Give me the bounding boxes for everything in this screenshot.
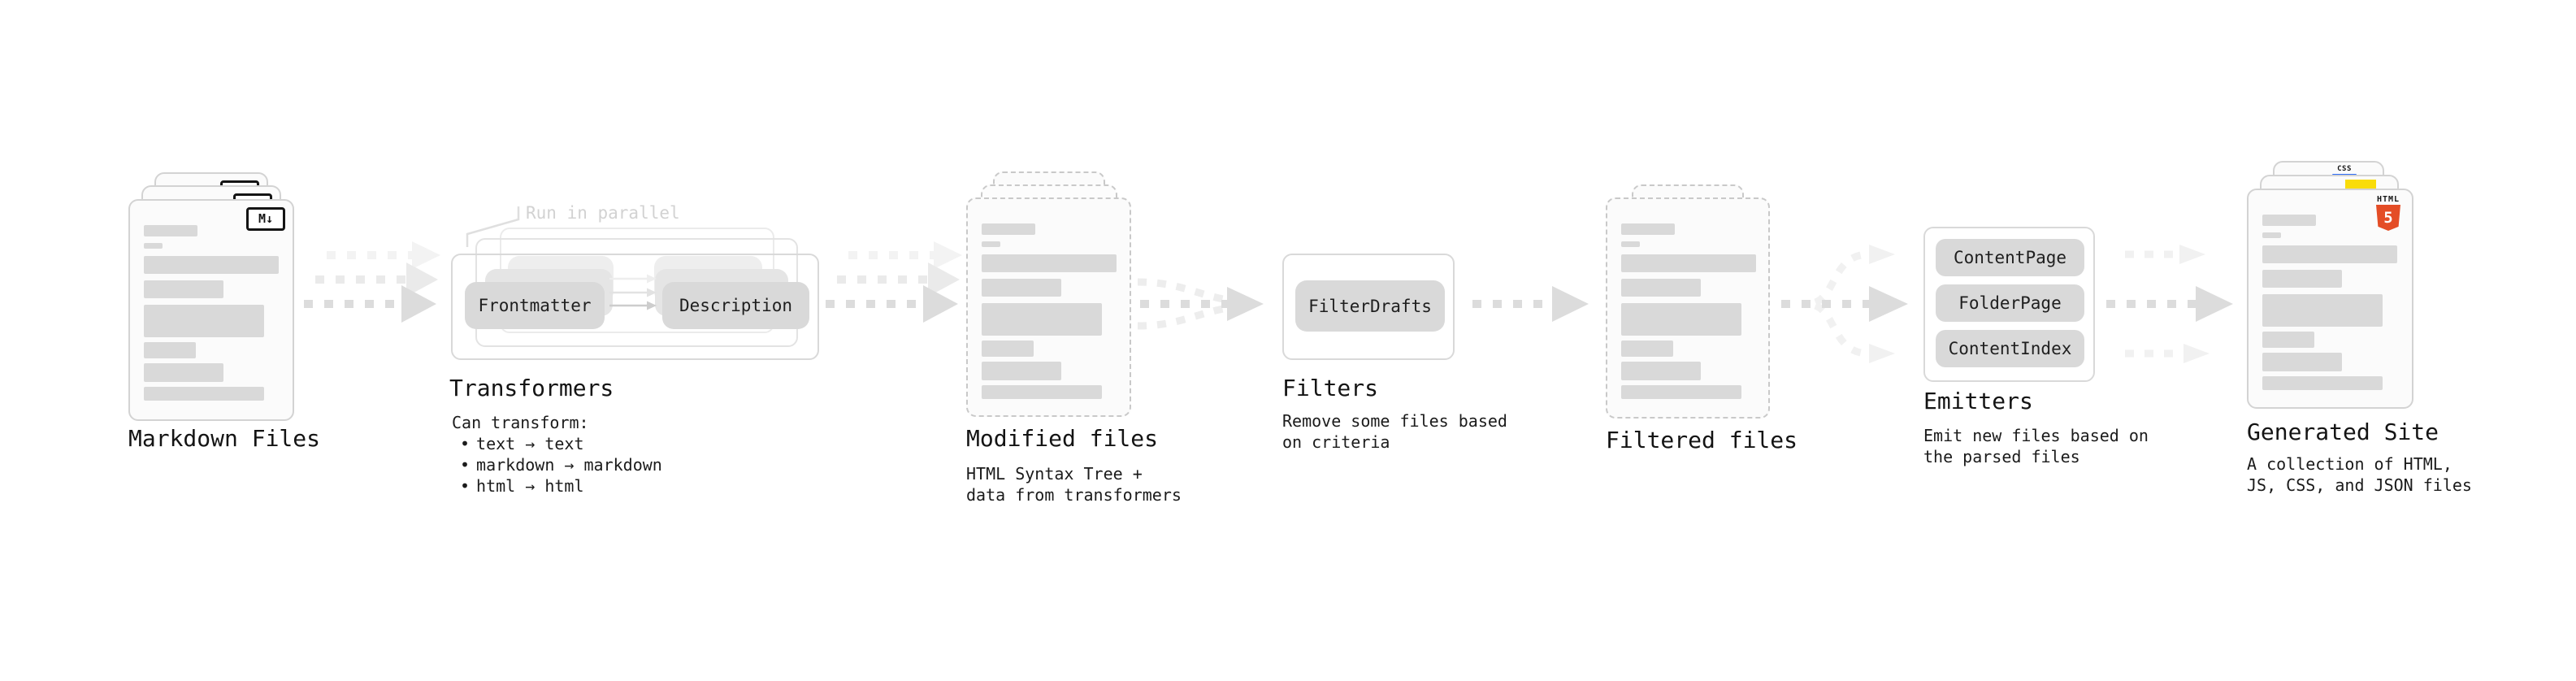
transform-item: • text → text (452, 433, 662, 454)
placeholder-line (144, 387, 264, 401)
placeholder-line (2262, 376, 2383, 390)
placeholder-line (1621, 362, 1701, 380)
bullet-icon: • (460, 434, 471, 453)
placeholder-line (982, 385, 1102, 399)
placeholder-line (982, 362, 1061, 380)
placeholder-line (1621, 385, 1741, 399)
placeholder-line (1621, 303, 1741, 336)
generated-site-description: A collection of HTML, JS, CSS, and JSON … (2247, 453, 2472, 496)
contentpage-chip: ContentPage (1936, 239, 2084, 276)
placeholder-line (144, 342, 196, 358)
filtered-files-title: Filtered files (1606, 427, 1798, 453)
transform-item-text: text → text (476, 434, 584, 453)
placeholder-line (144, 256, 279, 274)
markdown-files-title: Markdown Files (128, 425, 321, 452)
placeholder-line (144, 305, 264, 337)
placeholder-line (2262, 245, 2397, 263)
placeholder-line (2262, 270, 2342, 288)
emitters-desc-line2: the parsed files (1923, 447, 2080, 466)
placeholder-line (2262, 353, 2342, 371)
filters-description: Remove some files based on criteria (1282, 410, 1507, 453)
description-chip: Description (662, 282, 809, 329)
site-file-card-html: HTML 5 (2247, 189, 2413, 409)
can-transform-heading: Can transform: (452, 413, 589, 432)
placeholder-line (1621, 223, 1675, 235)
placeholder-line (2262, 215, 2316, 226)
arrow-filters-to-filtered (1472, 286, 1589, 322)
arrow-filtered-to-emitters (1781, 245, 1908, 363)
html5-label: HTML (2376, 195, 2400, 204)
placeholder-line (2262, 332, 2314, 348)
emitters-desc-line1: Emit new files based on (1923, 426, 2149, 445)
callout-leader-line (466, 206, 520, 247)
placeholder-line (982, 340, 1034, 357)
placeholder-line (144, 225, 197, 236)
placeholder-line (144, 363, 223, 382)
contentindex-chip: ContentIndex (1936, 330, 2084, 367)
emitters-description: Emit new files based on the parsed files (1923, 425, 2149, 467)
markdown-icon: M↓ (246, 207, 285, 231)
placeholder-line (982, 254, 1117, 272)
placeholder-line (1621, 241, 1640, 247)
filters-desc-line1: Remove some files based (1282, 411, 1507, 431)
generated-site-desc-line2: JS, CSS, and JSON files (2247, 475, 2472, 495)
placeholder-line (1621, 254, 1756, 272)
transform-item: •markdown → markdown (452, 454, 662, 475)
css-label: CSS (2337, 165, 2352, 173)
js-file-icon (2345, 180, 2376, 190)
html5-number: 5 (2383, 209, 2393, 227)
modified-files-title: Modified files (966, 425, 1159, 452)
arrow-markdown-to-transformers (304, 241, 440, 323)
arrow-emitters-to-site (2106, 245, 2233, 363)
placeholder-line (982, 241, 1000, 247)
filterdrafts-chip: FilterDrafts (1295, 280, 1445, 332)
filtered-file-card-front (1606, 197, 1770, 419)
placeholder-line (144, 243, 163, 249)
transformers-description: Can transform: •text → text •markdown → … (452, 412, 662, 497)
transform-list: •text → text •markdown → markdown •html … (452, 433, 662, 497)
transformers-title: Transformers (449, 375, 614, 401)
modified-files-description: HTML Syntax Tree + data from transformer… (966, 463, 1182, 505)
transform-item-text: markdown → markdown (476, 455, 662, 475)
folderpage-chip: FolderPage (1936, 284, 2084, 322)
placeholder-line (2262, 294, 2383, 327)
filters-box: FilterDrafts (1282, 254, 1455, 360)
arrow-modified-to-filters (1137, 278, 1264, 330)
transform-item-text: html → html (476, 476, 584, 496)
placeholder-line (1621, 340, 1673, 357)
transformer-layer-front: Frontmatter Description (451, 254, 819, 360)
bullet-icon: • (460, 455, 471, 475)
arrow-transformers-to-modified (826, 241, 962, 323)
placeholder-line (2262, 232, 2281, 238)
bullet-icon: • (460, 476, 471, 496)
generated-site-title: Generated Site (2247, 419, 2439, 445)
filters-title: Filters (1282, 375, 1379, 401)
generated-site-desc-line1: A collection of HTML, (2247, 454, 2452, 474)
emitters-box: ContentPage FolderPage ContentIndex (1923, 227, 2095, 382)
placeholder-line (144, 280, 223, 298)
placeholder-line (1621, 279, 1701, 297)
placeholder-line (982, 223, 1035, 235)
modified-files-desc-line1: HTML Syntax Tree + (966, 464, 1143, 484)
placeholder-line (982, 303, 1102, 336)
placeholder-line (982, 279, 1061, 297)
run-in-parallel-label: Run in parallel (526, 203, 680, 223)
modified-files-desc-line2: data from transformers (966, 485, 1182, 505)
modified-file-card-front (966, 197, 1131, 417)
transform-item: •html → html (452, 475, 662, 497)
html5-icon: HTML 5 (2374, 195, 2403, 231)
frontmatter-chip: Frontmatter (465, 282, 605, 329)
markdown-file-card-front: M↓ (128, 199, 294, 421)
html5-shield: 5 (2376, 205, 2400, 231)
filters-desc-line2: on criteria (1282, 432, 1390, 452)
parallel-transform-arrows (609, 274, 657, 310)
emitters-title: Emitters (1923, 388, 2033, 414)
